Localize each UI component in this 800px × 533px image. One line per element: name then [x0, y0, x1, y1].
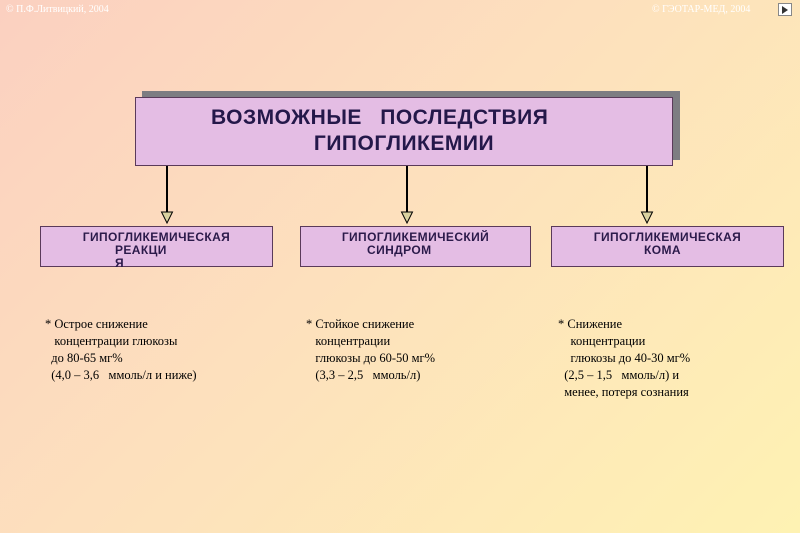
box-label-line: ГИПОГЛИКЕМИЧЕСКАЯ	[82, 230, 231, 244]
box-label-line: ГИПОГЛИКЕМИЧЕСКАЯ	[593, 230, 742, 244]
description-line: (4,0 – 3,6 ммоль/л и ниже)	[45, 368, 197, 382]
hypoglycemic-coma-box: ГИПОГЛИКЕМИЧЕСКАЯ КОМА	[551, 226, 784, 267]
description-line: концентрации	[306, 334, 391, 348]
title-line-2: ГИПОГЛИКЕМИИ	[313, 132, 495, 155]
slide-nav-button[interactable]	[778, 3, 792, 16]
copyright-publisher: © ГЭОТАР-МЕД, 2004	[652, 4, 751, 15]
description-line: * Острое снижение	[45, 317, 148, 331]
hypoglycemic-reaction-box: ГИПОГЛИКЕМИЧЕСКАЯ РЕАКЦИ Я	[40, 226, 273, 270]
arrow-down-icon	[400, 166, 414, 224]
box-label-line: РЕАКЦИ	[115, 243, 167, 257]
box-label-line: СИНДРОМ	[367, 243, 432, 257]
description-line: * Снижение	[558, 317, 623, 331]
reaction-description: * Острое снижение концентрации глюкозы д…	[45, 316, 197, 384]
description-line: * Стойкое снижение	[306, 317, 415, 331]
description-line: менее, потеря сознания	[558, 385, 689, 399]
play-arrow-icon	[782, 5, 788, 14]
description-line: концентрации глюкозы	[45, 334, 178, 348]
title-box: ВОЗМОЖНЫЕ ПОСЛЕДСТВИЯ ГИПОГЛИКЕМИИ	[135, 97, 673, 166]
box-label-line: КОМА	[644, 243, 681, 257]
arrow-down-icon	[640, 166, 654, 224]
description-line: глюкозы до 60-50 мг%	[306, 351, 436, 365]
description-line: глюкозы до 40-30 мг%	[558, 351, 691, 365]
box-label-line: ГИПОГЛИКЕМИЧЕСКИЙ	[341, 230, 490, 244]
title-line-1: ВОЗМОЖНЫЕ ПОСЛЕДСТВИЯ	[211, 106, 549, 129]
description-line: до 80-65 мг%	[45, 351, 123, 365]
arrow-down-icon	[160, 166, 174, 224]
description-line: концентрации	[558, 334, 646, 348]
syndrome-description: * Стойкое снижение концентрации глюкозы …	[306, 316, 435, 384]
hypoglycemic-syndrome-box: ГИПОГЛИКЕМИЧЕСКИЙ СИНДРОМ	[300, 226, 531, 267]
box-label-line: Я	[115, 256, 125, 270]
description-line: (3,3 – 2,5 ммоль/л)	[306, 368, 421, 382]
coma-description: * Снижение концентрации глюкозы до 40-30…	[558, 316, 690, 401]
copyright-author: © П.Ф.Литвицкий, 2004	[6, 4, 109, 15]
description-line: (2,5 – 1,5 ммоль/л) и	[558, 368, 680, 382]
